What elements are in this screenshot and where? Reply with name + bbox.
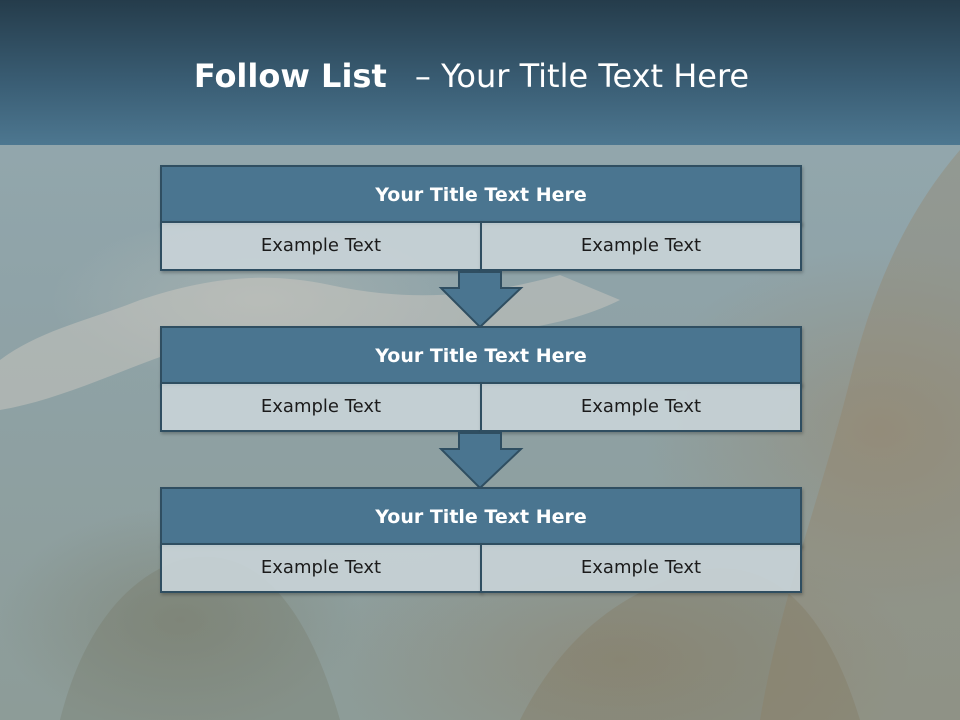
step-left-text[interactable]: Example Text	[160, 382, 482, 432]
step-left-text[interactable]: Example Text	[160, 543, 482, 593]
step-right-text[interactable]: Example Text	[480, 382, 802, 432]
step-right-text[interactable]: Example Text	[480, 543, 802, 593]
slide-title-main: Follow List	[193, 57, 387, 95]
step-title[interactable]: Your Title Text Here	[160, 165, 802, 225]
step-title[interactable]: Your Title Text Here	[160, 487, 802, 547]
step-right-text[interactable]: Example Text	[480, 221, 802, 271]
down-arrow-icon	[438, 432, 524, 490]
down-arrow-icon	[438, 271, 524, 329]
step-left-text[interactable]: Example Text	[160, 221, 482, 271]
header-band	[0, 0, 960, 145]
slide-title: Follow List – Your Title Text Here	[0, 52, 943, 100]
step-title[interactable]: Your Title Text Here	[160, 326, 802, 386]
slide-title-separator: –	[414, 57, 431, 95]
slide-title-subtitle: Your Title Text Here	[441, 57, 750, 95]
